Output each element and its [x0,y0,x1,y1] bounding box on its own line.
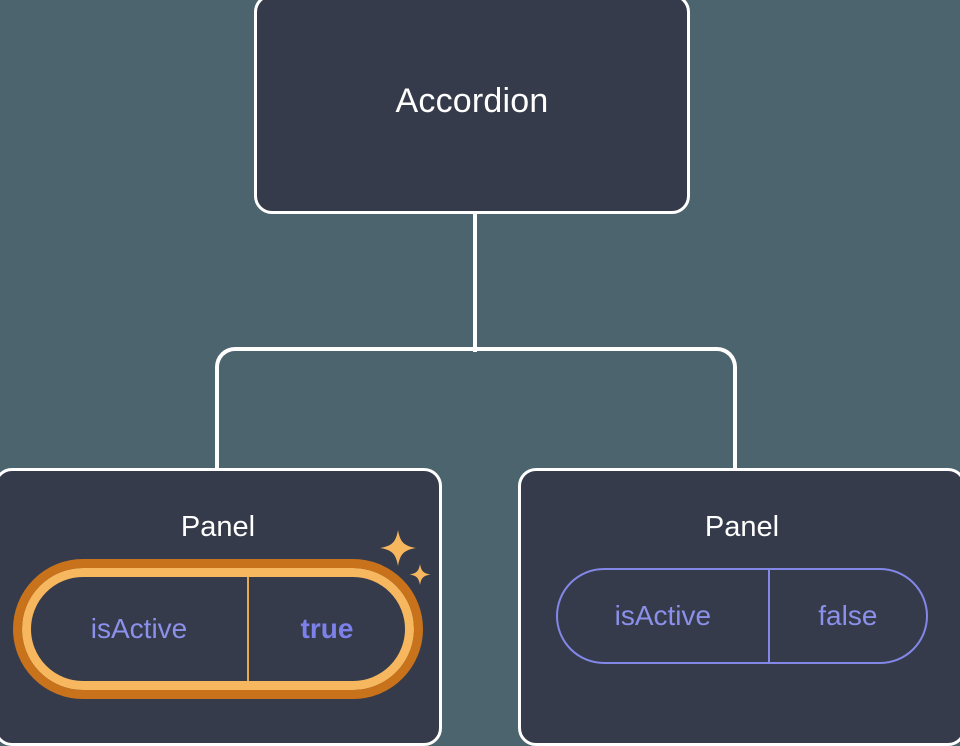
node-panel-inactive[interactable]: Panel isActive false [518,468,960,746]
prop-chip-isactive-true[interactable]: isActive true [13,559,423,699]
prop-name: isActive [90,613,188,644]
prop-value: false [767,570,926,662]
prop-name: isActive [614,600,712,631]
node-accordion-label: Accordion [395,81,549,120]
node-panel-active-label: Panel [180,511,256,543]
prop-value: true [247,577,405,681]
node-panel-inactive-label: Panel [704,511,780,543]
edge-root-to-branch [473,212,477,352]
prop-chip-inactive-wrap: isActive false [556,568,928,664]
prop-chip-isactive-false[interactable]: isActive false [556,568,928,664]
prop-chip-active-wrap: isActive true [13,530,431,699]
node-accordion[interactable]: Accordion [254,0,690,214]
node-panel-active[interactable]: Panel isActive true [0,468,442,746]
edge-branch-bar [215,347,737,482]
